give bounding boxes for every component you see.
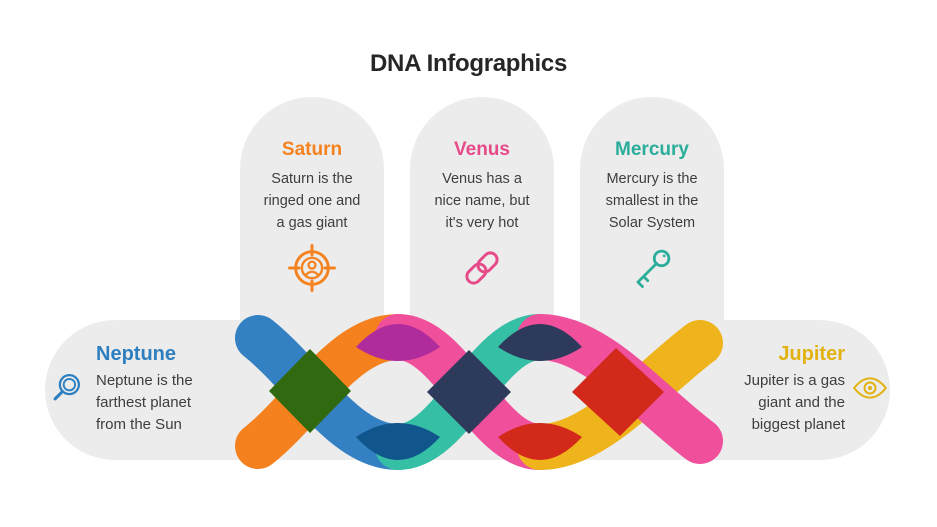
jupiter-title: Jupiter — [778, 343, 845, 365]
jupiter-line-1: Jupiter is a gas — [744, 372, 845, 389]
jupiter-line-3: biggest planet — [751, 416, 845, 433]
jupiter-line-2: giant and the — [758, 394, 845, 411]
page-title: DNA Infographics — [370, 50, 567, 77]
magnifier-icon — [48, 368, 86, 406]
chain-link-icon — [455, 241, 509, 295]
mercury-line-3: Solar System — [608, 215, 696, 231]
eye-icon — [850, 373, 890, 403]
neptune-description: Neptune is the farthest planet from the … — [96, 370, 193, 436]
neptune-line-3: from the Sun — [96, 416, 182, 433]
mercury-line-2: smallest in the — [605, 193, 699, 209]
mercury-description: Mercury is the smallest in the Solar Sys… — [580, 168, 724, 234]
venus-title: Venus — [454, 139, 510, 160]
venus-line-3: it's very hot — [445, 215, 519, 231]
saturn-title: Saturn — [281, 139, 343, 160]
saturn-line-3: a gas giant — [276, 215, 348, 231]
target-user-icon — [285, 241, 339, 295]
neptune-line-1: Neptune is the — [96, 372, 193, 389]
mercury-title: Mercury — [615, 139, 689, 160]
venus-description: Venus has a nice name, but it's very hot — [410, 168, 554, 234]
saturn-line-2: ringed one and — [263, 193, 361, 209]
jupiter-description: Jupiter is a gas giant and the biggest p… — [744, 370, 845, 436]
venus-line-1: Venus has a — [442, 171, 522, 187]
saturn-line-1: Saturn is the — [271, 171, 353, 187]
mercury-line-1: Mercury is the — [606, 171, 698, 187]
key-icon — [625, 241, 679, 295]
saturn-description: Saturn is the ringed one and a gas giant — [240, 168, 384, 234]
neptune-title: Neptune — [96, 343, 176, 365]
venus-line-2: nice name, but — [434, 193, 530, 209]
neptune-line-2: farthest planet — [96, 394, 192, 411]
